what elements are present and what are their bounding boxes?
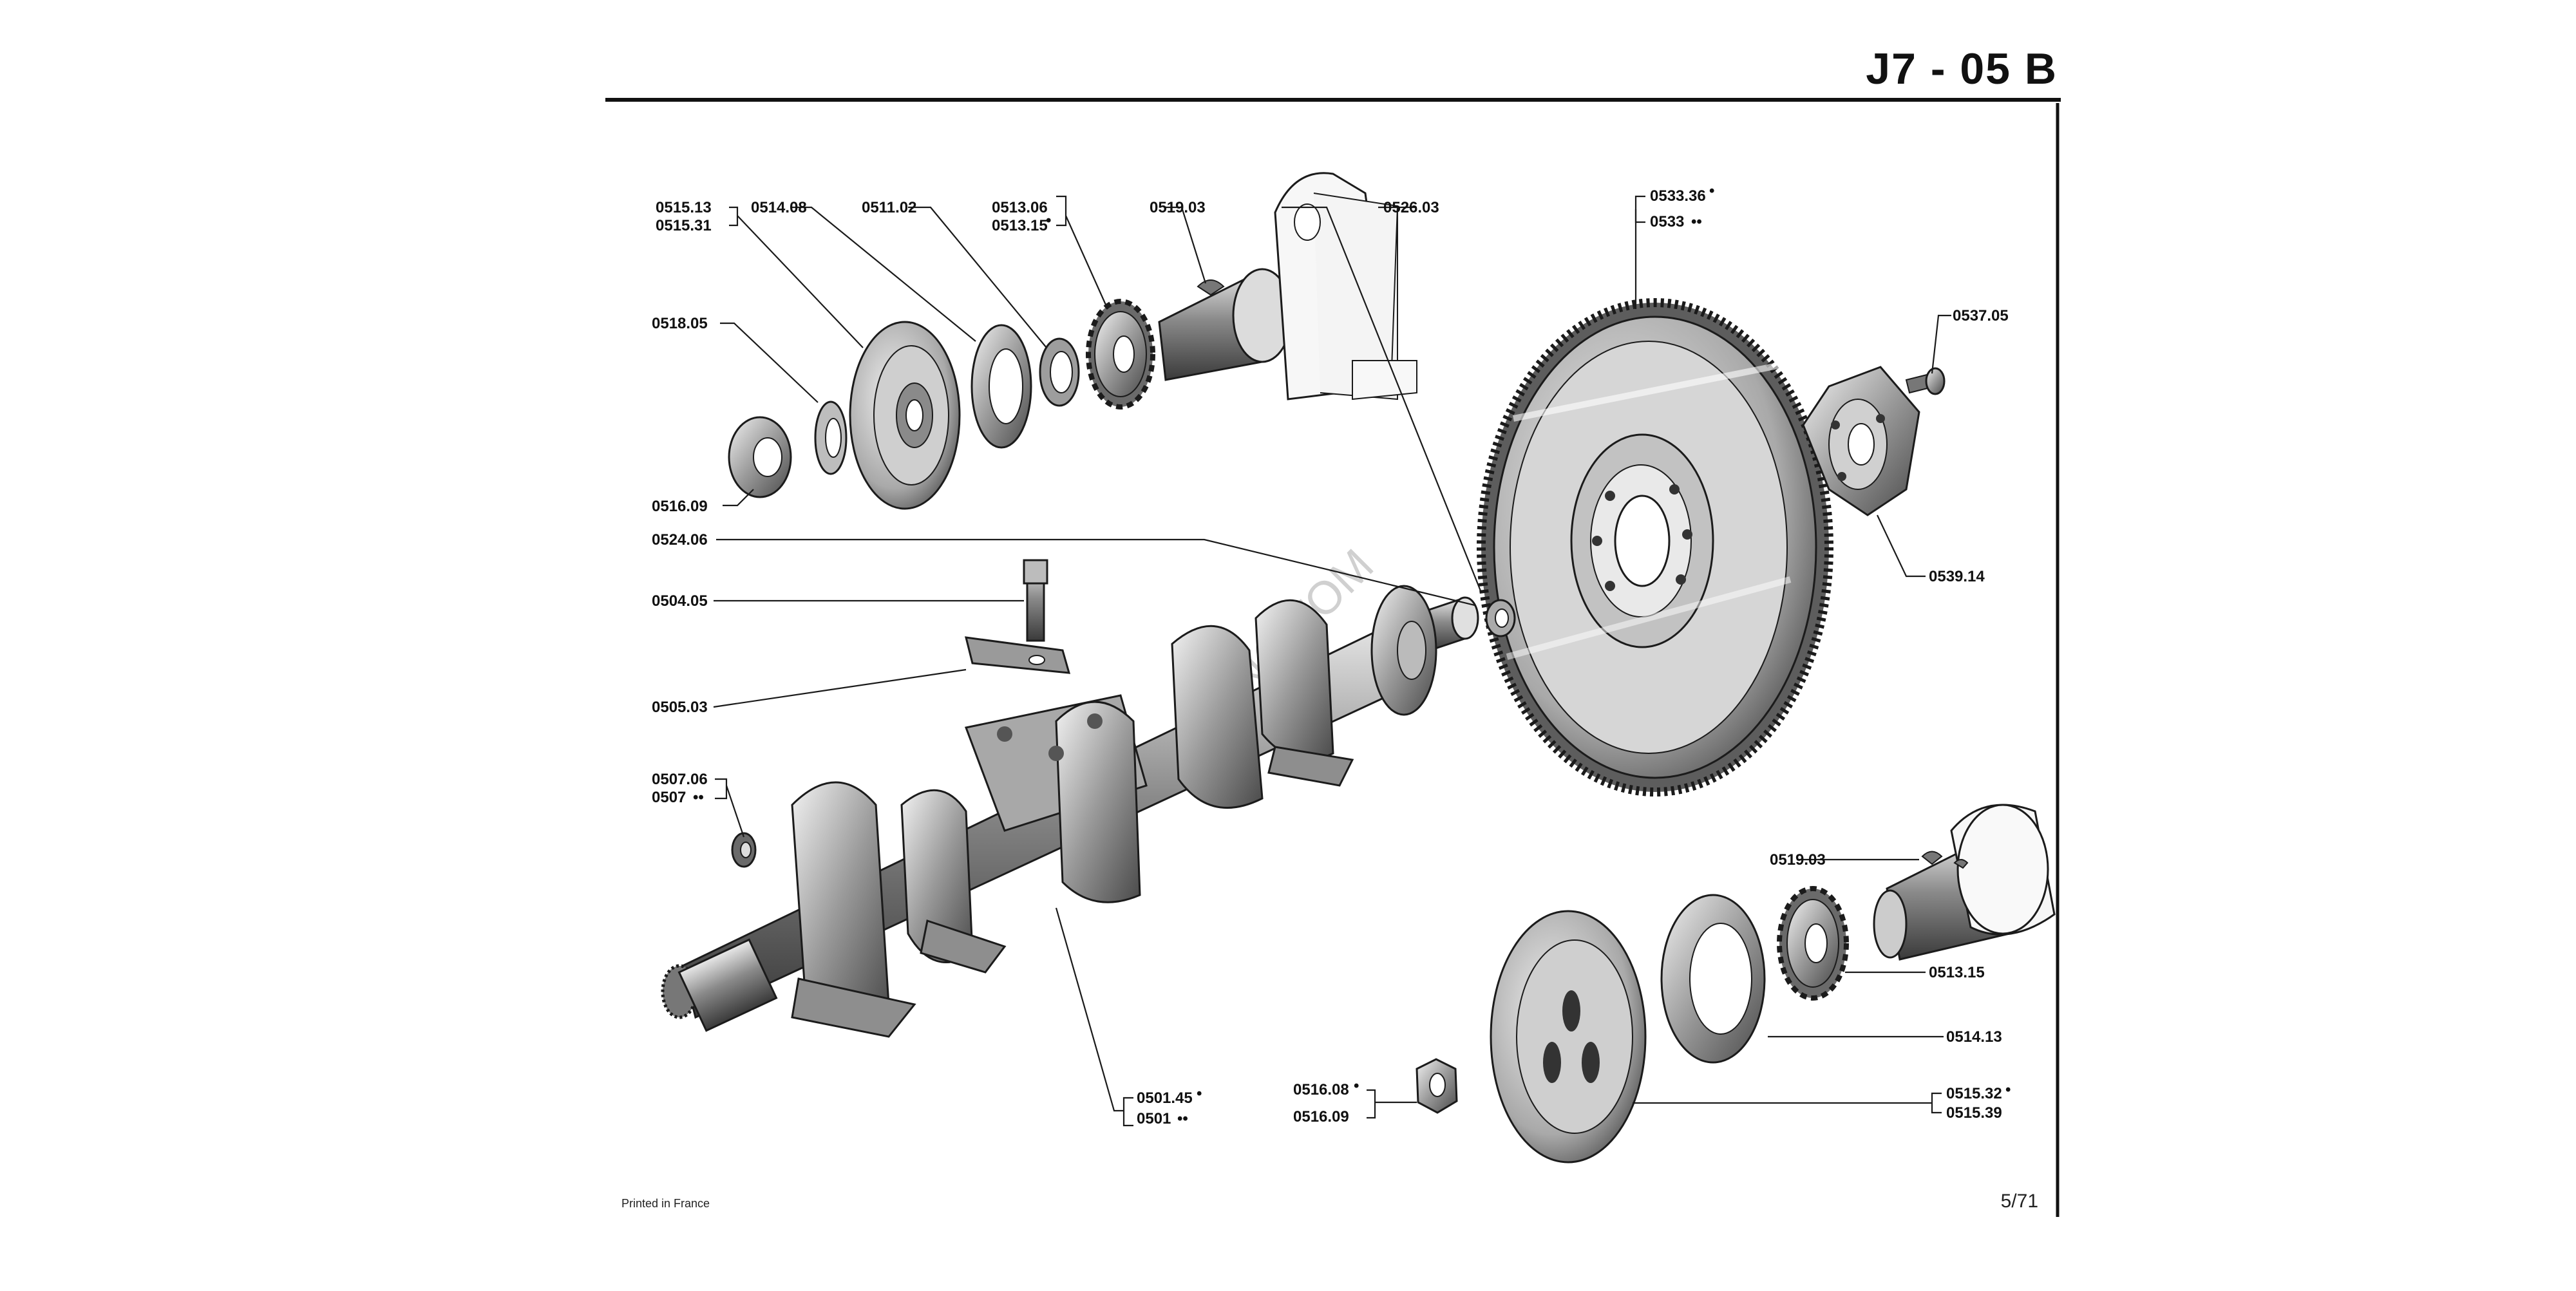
ring-0511-02: [1039, 337, 1080, 407]
marker-0533-36: •: [1709, 182, 1714, 200]
label-0501: 0501: [1137, 1110, 1171, 1127]
label-0533: 0533: [1650, 213, 1684, 231]
sprocket-0513-15-bottom: [1777, 886, 1849, 1001]
lock-plate-0505-03: [965, 636, 1071, 674]
label-0501-45: 0501.45: [1137, 1089, 1193, 1107]
key-0519-03-bottom: [1921, 851, 1943, 865]
label-0515-31: 0515.31: [656, 217, 712, 234]
marker-0501: ••: [1177, 1110, 1188, 1127]
pulley-0515-32: [1490, 910, 1647, 1164]
flywheel-0533-36: [1477, 298, 1833, 796]
page-number: 5/71: [2001, 1191, 2038, 1212]
label-0515-39: 0515.39: [1946, 1104, 2002, 1122]
washer-0518-05: [814, 400, 848, 475]
label-0514-08: 0514.08: [751, 199, 807, 216]
label-0518-05: 0518.05: [652, 315, 708, 332]
label-0515-32: 0515.32: [1946, 1085, 2002, 1102]
label-0516-08: 0516.08: [1293, 1081, 1349, 1098]
label-0504-05: 0504.05: [652, 592, 708, 610]
label-0513-15-bottom: 0513.15: [1929, 964, 1985, 981]
label-0526-03: 0526.03: [1383, 199, 1439, 216]
crankshaft-0501-45: [661, 585, 1437, 1038]
label-0513-15-top: 0513.15: [992, 217, 1048, 234]
marker-0533: ••: [1691, 213, 1702, 231]
sprocket-0513-06: [1086, 299, 1155, 410]
plate-0539-14: [1802, 366, 1920, 516]
label-0533-36: 0533.36: [1650, 187, 1706, 205]
pulley-0515-13: [849, 321, 961, 510]
label-0511-02: 0511.02: [862, 199, 916, 216]
nut-0516-08: [1416, 1058, 1458, 1114]
seal-0514-08: [971, 324, 1032, 449]
bolt-0537-05: [1905, 367, 1946, 395]
label-0524-06: 0524.06: [652, 531, 708, 549]
label-0516-09-bottom: 0516.09: [1293, 1108, 1349, 1126]
leader-lines: [713, 195, 1951, 1127]
bushing-0524-06: [1422, 596, 1516, 652]
label-0513-06: 0513.06: [992, 199, 1048, 216]
label-0507-06: 0507.06: [652, 771, 708, 788]
label-0519-03-bottom: 0519.03: [1770, 851, 1826, 869]
key-0519-03-top: [1197, 279, 1225, 296]
label-0537-05: 0537.05: [1953, 307, 2009, 325]
crankshaft-nose-bottom: [1873, 804, 2056, 961]
label-0507: 0507: [652, 789, 686, 806]
crankshaft-nose-housing: [1158, 172, 1417, 400]
label-0519-03-top: 0519.03: [1150, 199, 1206, 216]
plug-0507-06: [731, 832, 757, 868]
bolt-0504-05: [1023, 559, 1048, 642]
printed-in-france: Printed in France: [621, 1197, 710, 1210]
label-0515-13: 0515.13: [656, 199, 712, 216]
marker-0515-32: •: [2005, 1081, 2011, 1098]
seal-0514-13: [1660, 894, 1766, 1064]
label-0505-03: 0505.03: [652, 699, 708, 716]
marker-0513-15: •: [1046, 212, 1051, 229]
page-title: J7 - 05 B: [1866, 44, 2058, 93]
marker-0516-08: •: [1354, 1077, 1359, 1095]
part-labels: 0515.13 0515.31 0514.08 0511.02 0513.06 …: [652, 182, 2011, 1127]
marker-0507: ••: [693, 789, 704, 806]
label-0516-09-left: 0516.09: [652, 498, 708, 515]
label-0539-14: 0539.14: [1929, 568, 1985, 585]
marker-0501-45: •: [1197, 1085, 1202, 1102]
nut-0516-09-top: [728, 416, 792, 498]
label-0514-13: 0514.13: [1946, 1028, 2002, 1046]
